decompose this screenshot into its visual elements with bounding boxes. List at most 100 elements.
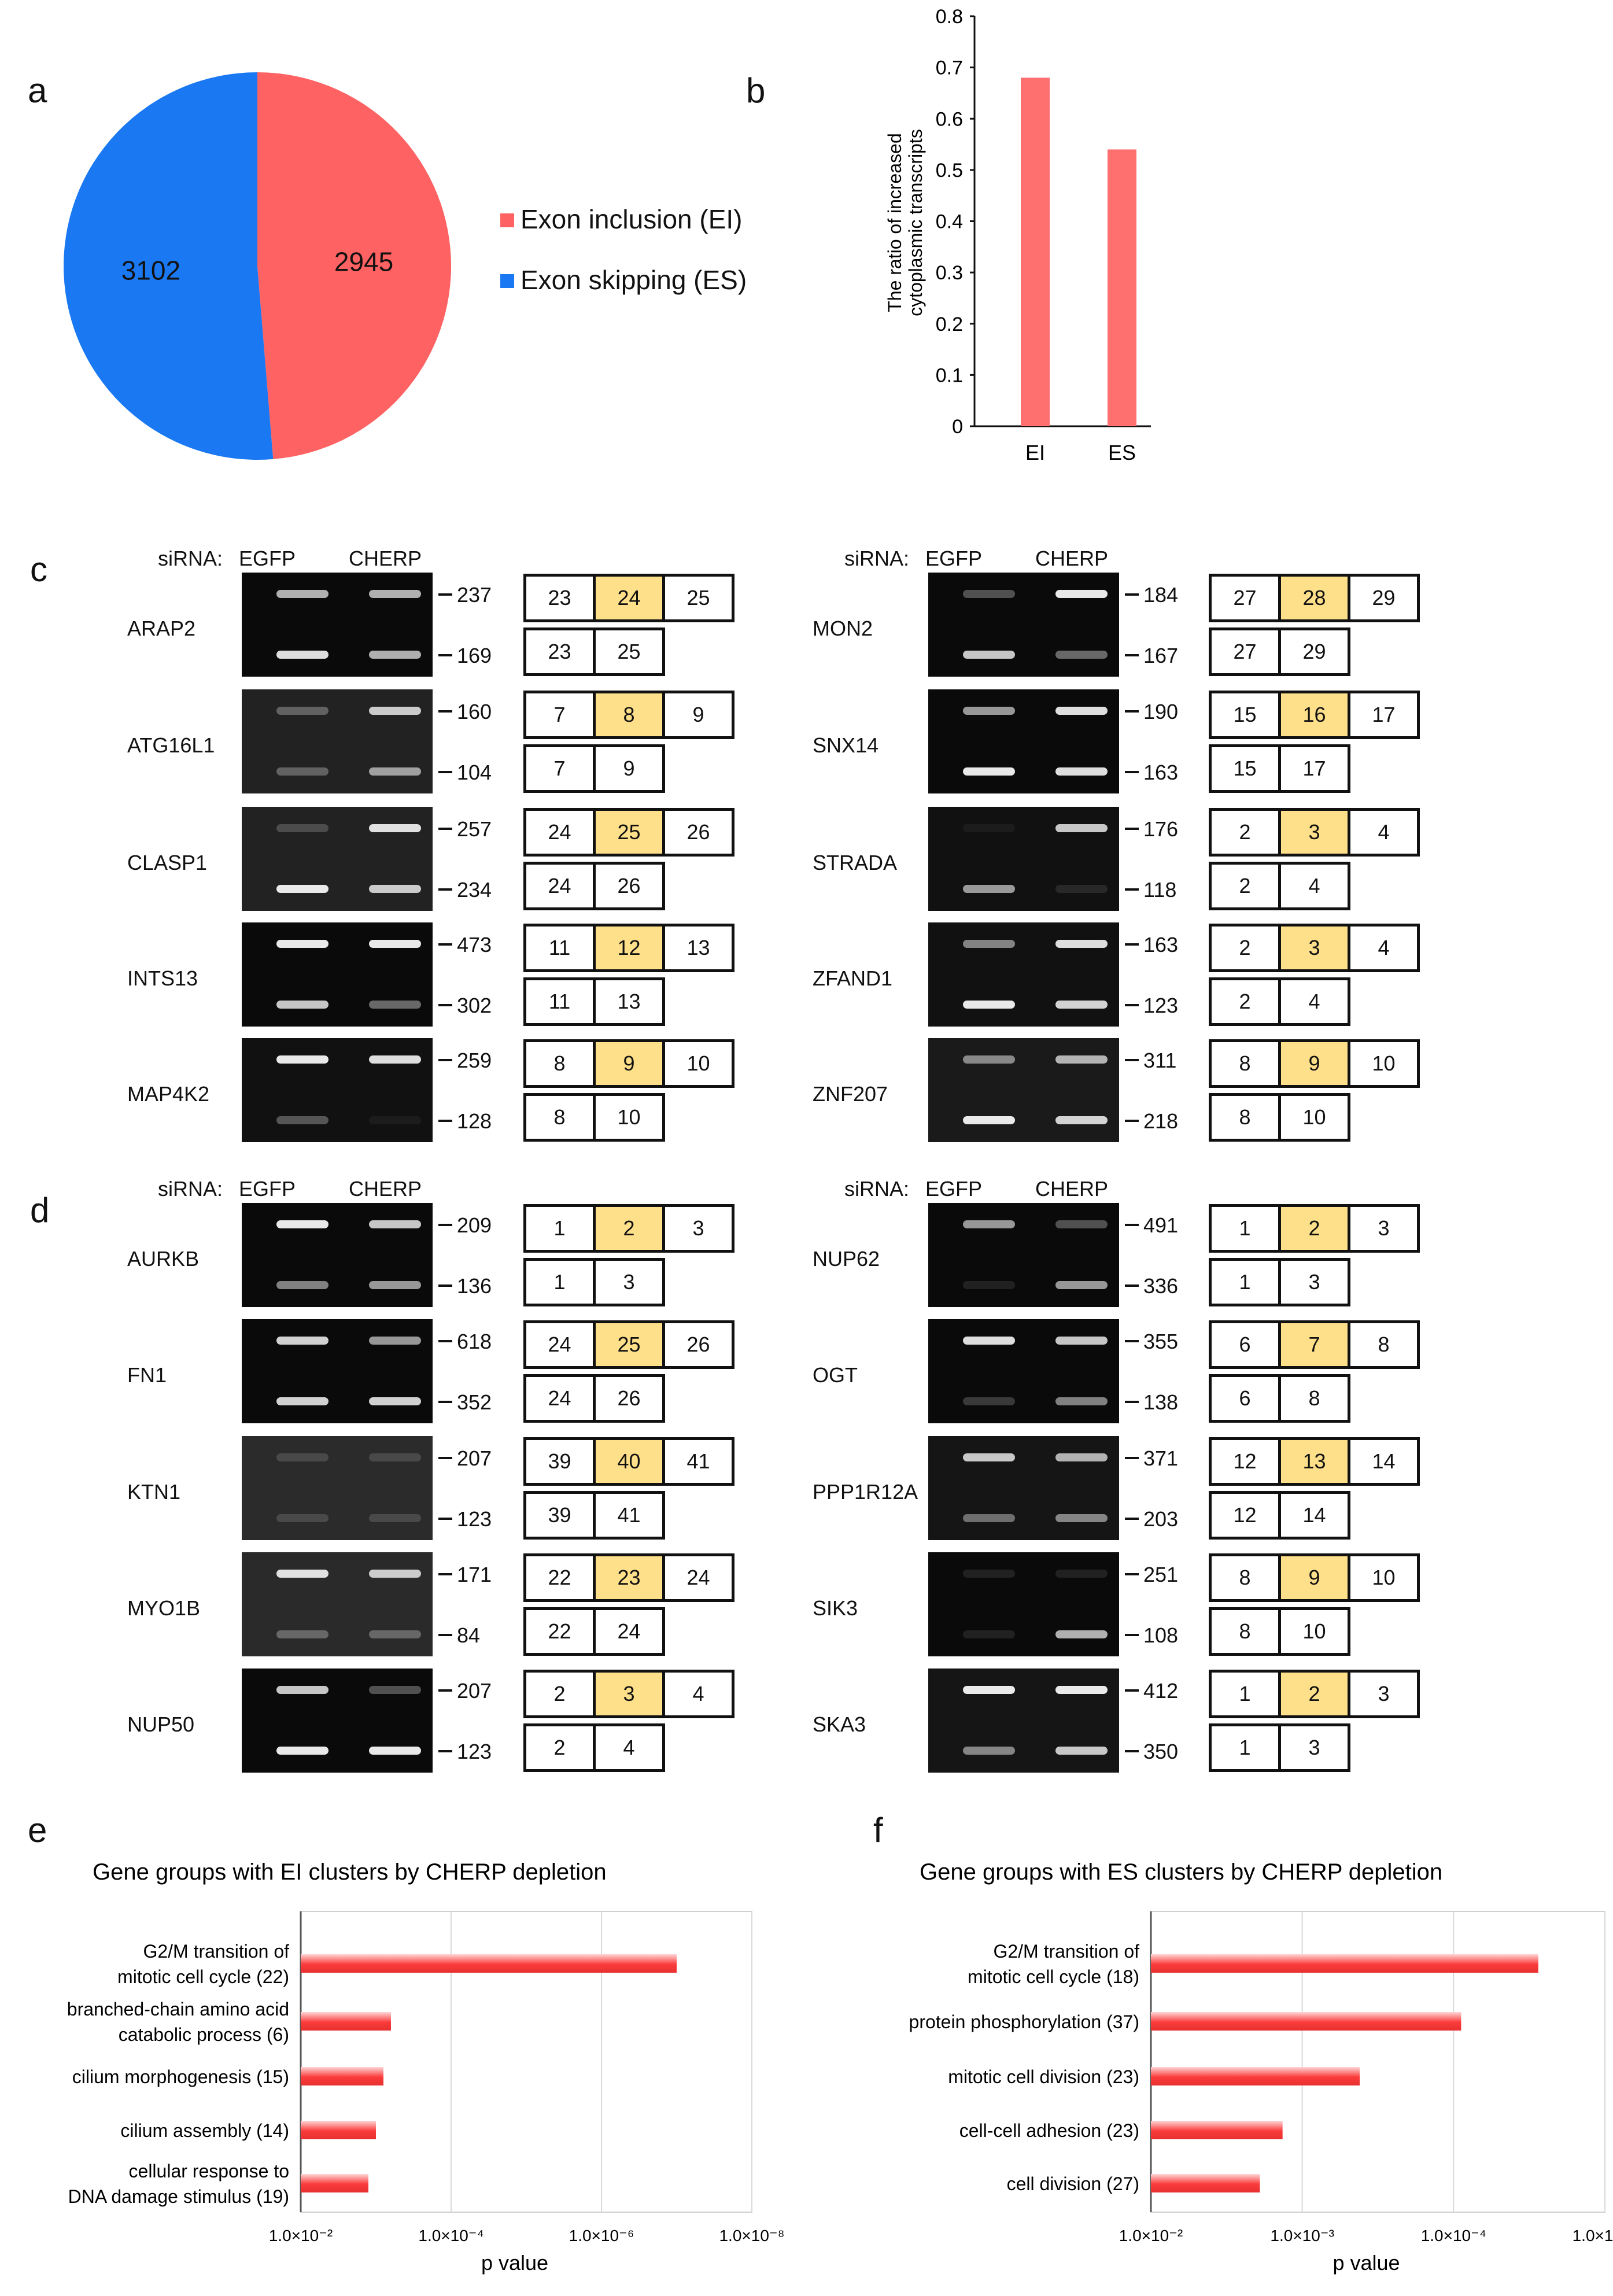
- gel-band-2: [1055, 940, 1108, 948]
- size-upper-c-ints13: 473: [457, 933, 492, 957]
- x-axis-label: p value: [481, 2251, 548, 2275]
- size-tick-upper-d-myo1b: [438, 1573, 452, 1575]
- gel-band-2: [369, 1453, 421, 1461]
- exon-box-incl-d-ktn1-1: 40: [593, 1437, 665, 1486]
- size-upper-d-ppp1r12a: 371: [1143, 1446, 1179, 1470]
- exon-box-skip-c-map4k2-0: 8: [523, 1093, 596, 1142]
- exon-box-incl-c-map4k2-1: 9: [593, 1039, 665, 1088]
- x-tick-label: 1.0×10⁻⁴: [1421, 2227, 1486, 2245]
- exon-box-incl-c-mon2-0: 27: [1209, 574, 1281, 622]
- exon-box-incl-c-zfand1-0: 2: [1209, 924, 1281, 972]
- y-tick-label: 0.7: [936, 57, 963, 79]
- gel-band-3: [1055, 651, 1108, 659]
- gel-image-c-atg16l1: [242, 689, 433, 793]
- x-tick-label: 1.0×10⁻⁶: [569, 2227, 634, 2245]
- x-axis-label: p value: [1333, 2251, 1400, 2275]
- gel-band-1: [963, 1514, 1015, 1522]
- gel-band-0: [963, 1686, 1015, 1694]
- exon-box-skip-d-ska3-1: 3: [1278, 1723, 1350, 1772]
- size-tick-lower-c-strada: [1125, 888, 1139, 891]
- gel-image-d-sik3: [928, 1552, 1119, 1656]
- exon-box-skip-d-sik3-1: 10: [1278, 1607, 1350, 1656]
- bar-ei: [1021, 77, 1050, 427]
- exon-box-incl-c-atg16l1-0: 7: [523, 691, 596, 739]
- size-lower-d-ppp1r12a: 203: [1143, 1507, 1179, 1531]
- bar-3: [301, 2121, 376, 2139]
- category-label: catabolic process (6): [119, 2024, 289, 2045]
- exon-box-incl-c-atg16l1-1: 8: [593, 691, 665, 739]
- gel-band-1: [963, 885, 1015, 893]
- chart-title: Gene groups with ES clusters by CHERP de…: [920, 1862, 1442, 1885]
- gel-band-0: [963, 1220, 1015, 1228]
- exon-box-incl-d-sik3-0: 8: [1209, 1553, 1281, 1602]
- gel-band-2: [1055, 1220, 1108, 1228]
- size-tick-lower-d-nup50: [438, 1750, 452, 1752]
- gel-image-d-fn1: [242, 1319, 433, 1423]
- size-lower-d-nup50: 123: [457, 1740, 492, 1763]
- gene-label-c-ints13: INTS13: [127, 966, 198, 990]
- size-tick-lower-d-fn1: [438, 1401, 452, 1403]
- size-upper-c-clasp1: 257: [457, 817, 492, 841]
- gel-band-2: [1055, 1686, 1108, 1694]
- gel-band-0: [963, 940, 1015, 948]
- size-lower-d-sik3: 108: [1143, 1623, 1179, 1647]
- gel-image-c-mon2: [928, 573, 1119, 677]
- gel-band-0: [276, 1055, 328, 1064]
- size-upper-c-snx14: 190: [1143, 700, 1179, 724]
- exon-box-skip-d-myo1b-1: 24: [593, 1607, 665, 1656]
- y-tick-label: 0.3: [936, 262, 963, 284]
- exon-box-skip-d-nup62-0: 1: [1209, 1258, 1281, 1306]
- gel-image-d-ktn1: [242, 1436, 433, 1540]
- y-tick-label: 0.4: [936, 211, 963, 233]
- size-upper-d-aurkb: 209: [457, 1213, 492, 1237]
- gel-band-3: [369, 1001, 421, 1009]
- category-label: cilium morphogenesis (15): [72, 2066, 289, 2087]
- exon-box-skip-c-strada-0: 2: [1209, 862, 1281, 910]
- gel-band-1: [963, 651, 1015, 659]
- exon-box-incl-d-ska3-0: 1: [1209, 1670, 1281, 1718]
- exon-box-incl-d-sik3-2: 10: [1348, 1553, 1420, 1602]
- exon-box-incl-c-snx14-0: 15: [1209, 691, 1281, 739]
- size-upper-d-sik3: 251: [1143, 1563, 1179, 1586]
- gel-band-2: [369, 1570, 421, 1578]
- exon-box-incl-d-aurkb-0: 1: [523, 1204, 596, 1253]
- gel-band-2: [369, 1220, 421, 1228]
- gel-band-0: [963, 1337, 1015, 1345]
- size-tick-upper-d-fn1: [438, 1340, 452, 1342]
- size-upper-c-znf207: 311: [1143, 1049, 1177, 1072]
- gene-label-c-atg16l1: ATG16L1: [127, 733, 215, 757]
- gel-band-2: [369, 1337, 421, 1345]
- exon-box-incl-c-map4k2-2: 10: [662, 1039, 734, 1088]
- exon-box-incl-c-ints13-2: 13: [662, 924, 734, 972]
- gel-band-1: [276, 1397, 328, 1405]
- size-tick-upper-c-map4k2: [438, 1059, 452, 1061]
- pie-slice-value-0: 2945: [334, 246, 393, 276]
- exon-box-skip-d-ppp1r12a-1: 14: [1278, 1491, 1350, 1540]
- size-lower-d-ogt: 138: [1143, 1390, 1179, 1414]
- bar-2: [301, 2067, 383, 2085]
- x-tick-label: EI: [1025, 441, 1045, 464]
- gel-image-d-ogt: [928, 1319, 1119, 1423]
- exon-box-incl-c-strada-2: 4: [1348, 808, 1420, 857]
- lane-label-egfp-c-right: EGFP: [925, 547, 983, 570]
- gel-band-0: [963, 824, 1015, 832]
- gel-band-1: [963, 1397, 1015, 1405]
- gel-band-3: [369, 1514, 421, 1522]
- gene-label-d-myo1b: MYO1B: [127, 1596, 201, 1620]
- size-tick-upper-d-sik3: [1125, 1573, 1139, 1575]
- gel-band-0: [276, 1337, 328, 1345]
- gel-image-c-strada: [928, 807, 1119, 911]
- panel-label-b: b: [746, 71, 766, 110]
- gel-band-3: [1055, 1747, 1108, 1755]
- gel-band-3: [369, 885, 421, 893]
- exon-box-skip-c-ints13-1: 13: [593, 977, 665, 1026]
- exon-box-incl-d-ska3-1: 2: [1278, 1670, 1350, 1718]
- gel-band-1: [276, 767, 328, 776]
- lane-label-cherp-d-right: CHERP: [1035, 1177, 1109, 1201]
- gene-label-d-ktn1: KTN1: [127, 1480, 181, 1504]
- bar-4: [1151, 2174, 1260, 2192]
- gel-image-d-aurkb: [242, 1203, 433, 1307]
- exon-box-incl-d-fn1-0: 24: [523, 1320, 596, 1369]
- exon-box-incl-c-znf207-0: 8: [1209, 1039, 1281, 1088]
